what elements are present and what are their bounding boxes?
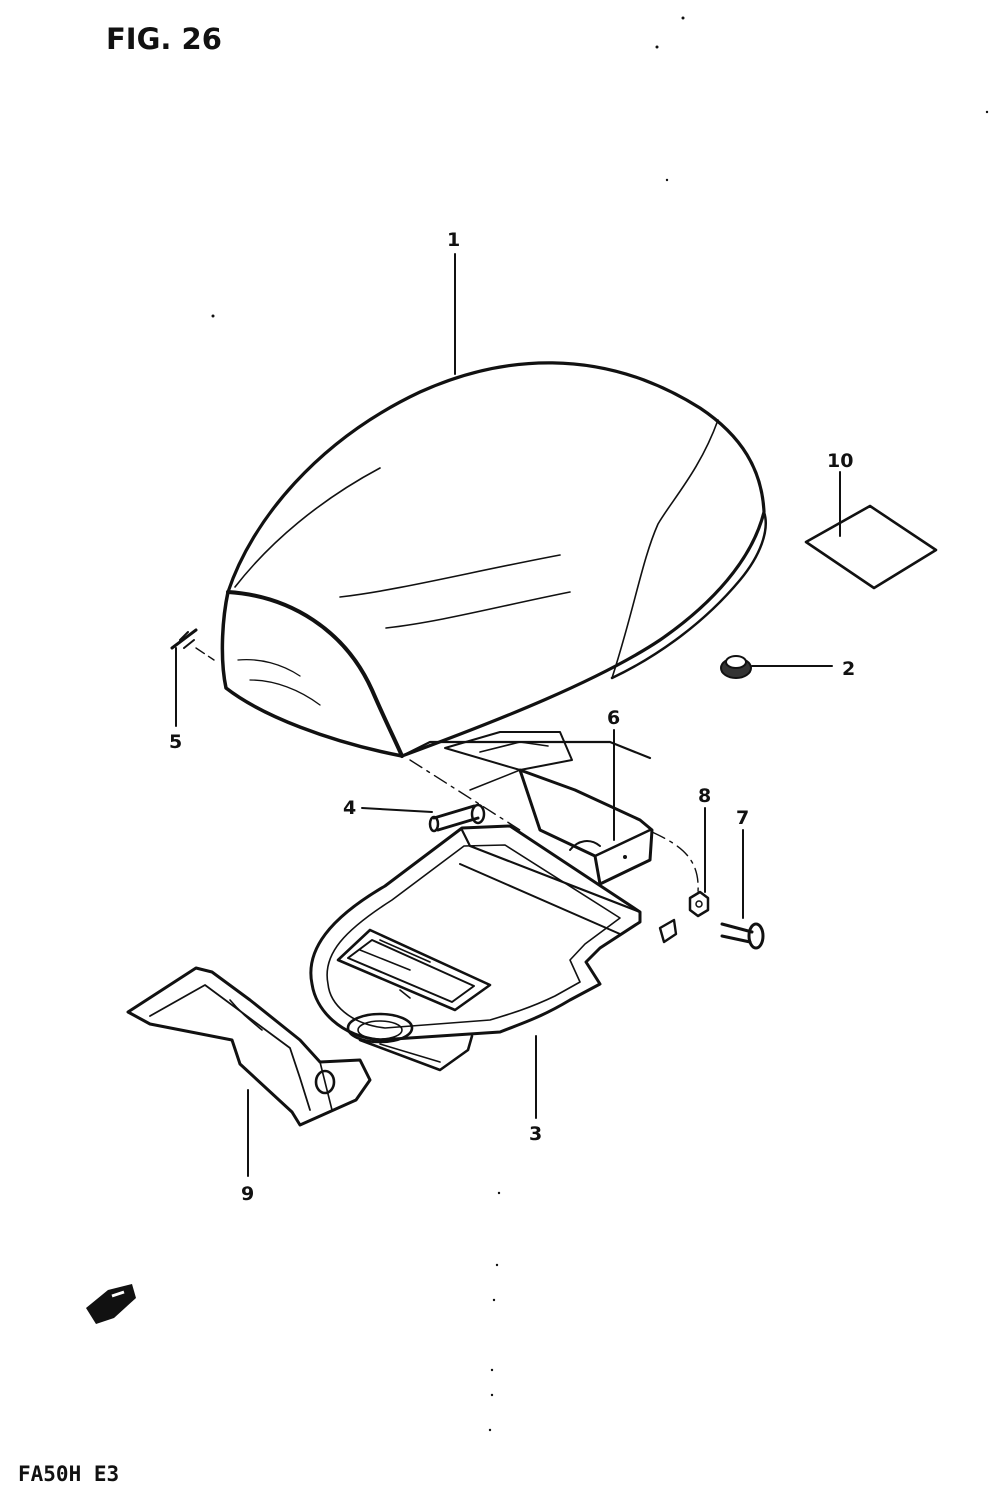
model-code: FA50H E3 bbox=[18, 1462, 120, 1486]
nut-drawing bbox=[688, 890, 710, 918]
pin-drawing bbox=[428, 803, 486, 833]
clip-drawing bbox=[170, 628, 215, 661]
callout-10: 10 bbox=[827, 450, 853, 472]
callout-9: 9 bbox=[241, 1183, 254, 1205]
figure-title: FIG. 26 bbox=[106, 22, 222, 56]
bolt-drawing bbox=[720, 922, 765, 950]
seat-base-tray-drawing bbox=[309, 824, 699, 1072]
scan-specks bbox=[211, 16, 989, 1432]
box-drawing bbox=[469, 768, 654, 886]
callout-1: 1 bbox=[447, 229, 460, 251]
guard-drawing bbox=[126, 966, 372, 1127]
label-sheet-drawing bbox=[804, 504, 938, 590]
cushion-drawing bbox=[720, 655, 752, 679]
seat-drawing bbox=[220, 361, 767, 831]
callout-3: 3 bbox=[529, 1123, 542, 1145]
callout-4: 4 bbox=[343, 797, 356, 819]
callout-6: 6 bbox=[607, 707, 620, 729]
callout-5: 5 bbox=[169, 731, 182, 753]
leader-lines bbox=[175, 253, 841, 1177]
callout-2: 2 bbox=[842, 658, 855, 680]
callout-7: 7 bbox=[736, 807, 749, 829]
front-direction-arrow-icon bbox=[86, 1284, 136, 1324]
callout-8: 8 bbox=[698, 785, 711, 807]
